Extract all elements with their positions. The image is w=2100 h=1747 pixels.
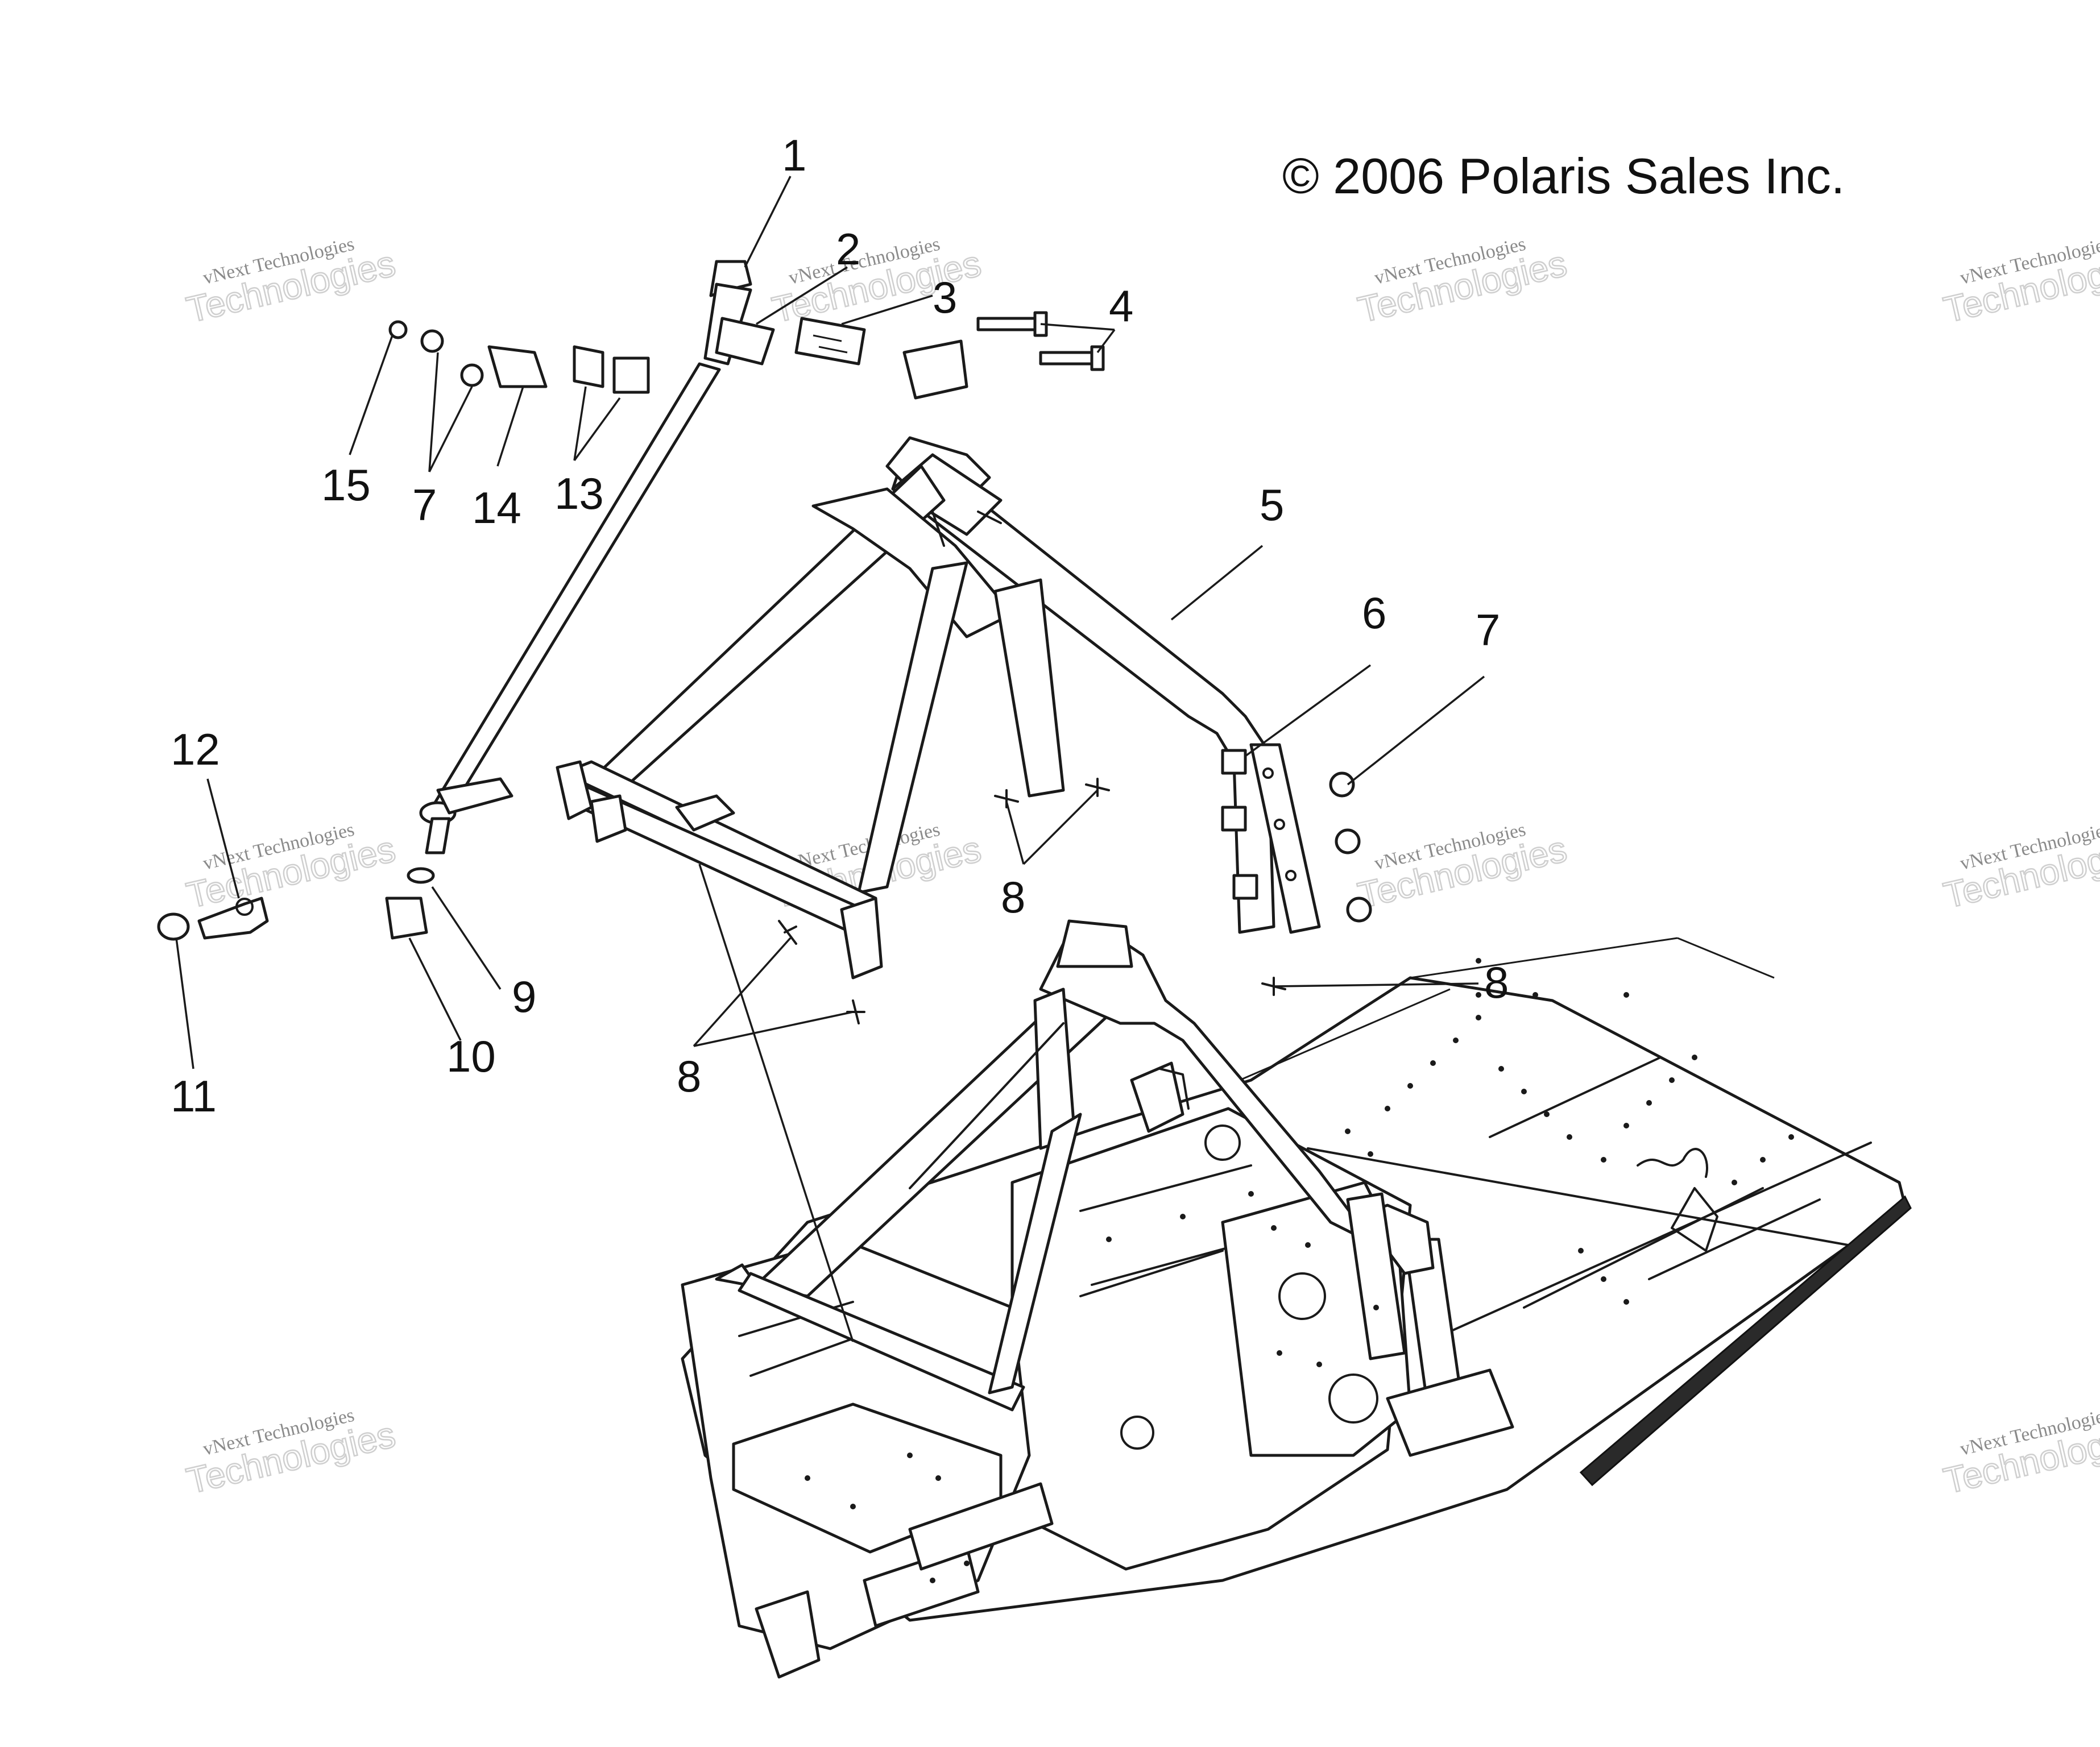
callout-8-center: 8	[1001, 872, 1025, 922]
small-parts	[157, 311, 1372, 1024]
watermark: Technologies vNext Technologies	[1939, 234, 2100, 331]
callout-6: 6	[1362, 588, 1386, 638]
part-7-nut	[420, 329, 444, 353]
watermark: Technologies vNext Technologies	[1353, 819, 1571, 917]
copyright-text: © 2006 Polaris Sales Inc.	[1282, 148, 1845, 204]
watermark: Technologies vNext Technologies	[182, 234, 400, 331]
callout-9: 9	[512, 972, 536, 1022]
callout-2: 2	[836, 224, 860, 274]
callout-3: 3	[933, 272, 957, 322]
callout-8-left: 8	[677, 1051, 701, 1101]
callout-4: 4	[1109, 281, 1133, 331]
watermark: Technologies vNext Technologies	[1939, 1405, 2100, 1503]
callout-10: 10	[446, 1031, 496, 1081]
part-9-washer	[407, 867, 435, 884]
part-3-bracket	[794, 317, 866, 366]
callouts: 1 2 3 4 5 6 7 7 8 8 8 9 10 11 12 13 14 1…	[171, 130, 1509, 1121]
callout-12: 12	[171, 724, 220, 774]
chassis-frame	[681, 919, 1912, 1679]
part-11-jam-nut	[157, 912, 190, 941]
callout-5: 5	[1260, 480, 1284, 530]
callout-7-left: 7	[412, 480, 437, 530]
callout-13: 13	[554, 468, 604, 518]
part-8-pin	[1085, 778, 1110, 797]
part-7-nut	[460, 363, 484, 387]
part-7-nut	[1335, 828, 1361, 854]
part-14-clamp	[487, 345, 548, 388]
part-4-bolt	[976, 317, 1037, 331]
part-2-plate	[715, 317, 775, 366]
watermark: Technologies vNext Technologies	[1939, 819, 2100, 917]
part-13-bushing	[573, 345, 604, 388]
leader-lines	[175, 176, 1485, 1342]
part-6-bolt	[1221, 749, 1247, 775]
callout-11: 11	[171, 1071, 217, 1121]
callout-8-right: 8	[1484, 957, 1509, 1007]
part-4-bolt	[1039, 351, 1094, 366]
part-7-nut	[1329, 771, 1355, 798]
callout-15: 15	[321, 460, 371, 510]
part-10-bushing	[385, 897, 428, 940]
part-13-bushing	[612, 356, 650, 394]
callout-14: 14	[472, 483, 521, 533]
callout-7-right: 7	[1476, 605, 1500, 655]
part-6-bolt	[1221, 806, 1247, 832]
steering-support-hoop	[556, 339, 1321, 980]
watermark: Technologies vNext Technologies	[182, 1405, 400, 1503]
part-6-bolt	[1232, 874, 1258, 900]
callout-1: 1	[782, 130, 806, 180]
part-7-nut	[1346, 897, 1372, 923]
part-8-pin	[778, 920, 797, 945]
part-12-rod-end	[197, 897, 269, 940]
chassis-holes	[805, 958, 1794, 1583]
watermark: Technologies vNext Technologies	[1353, 234, 1571, 331]
watermark: Technologies vNext Technologies	[182, 819, 400, 917]
part-15-fastener	[388, 320, 408, 339]
